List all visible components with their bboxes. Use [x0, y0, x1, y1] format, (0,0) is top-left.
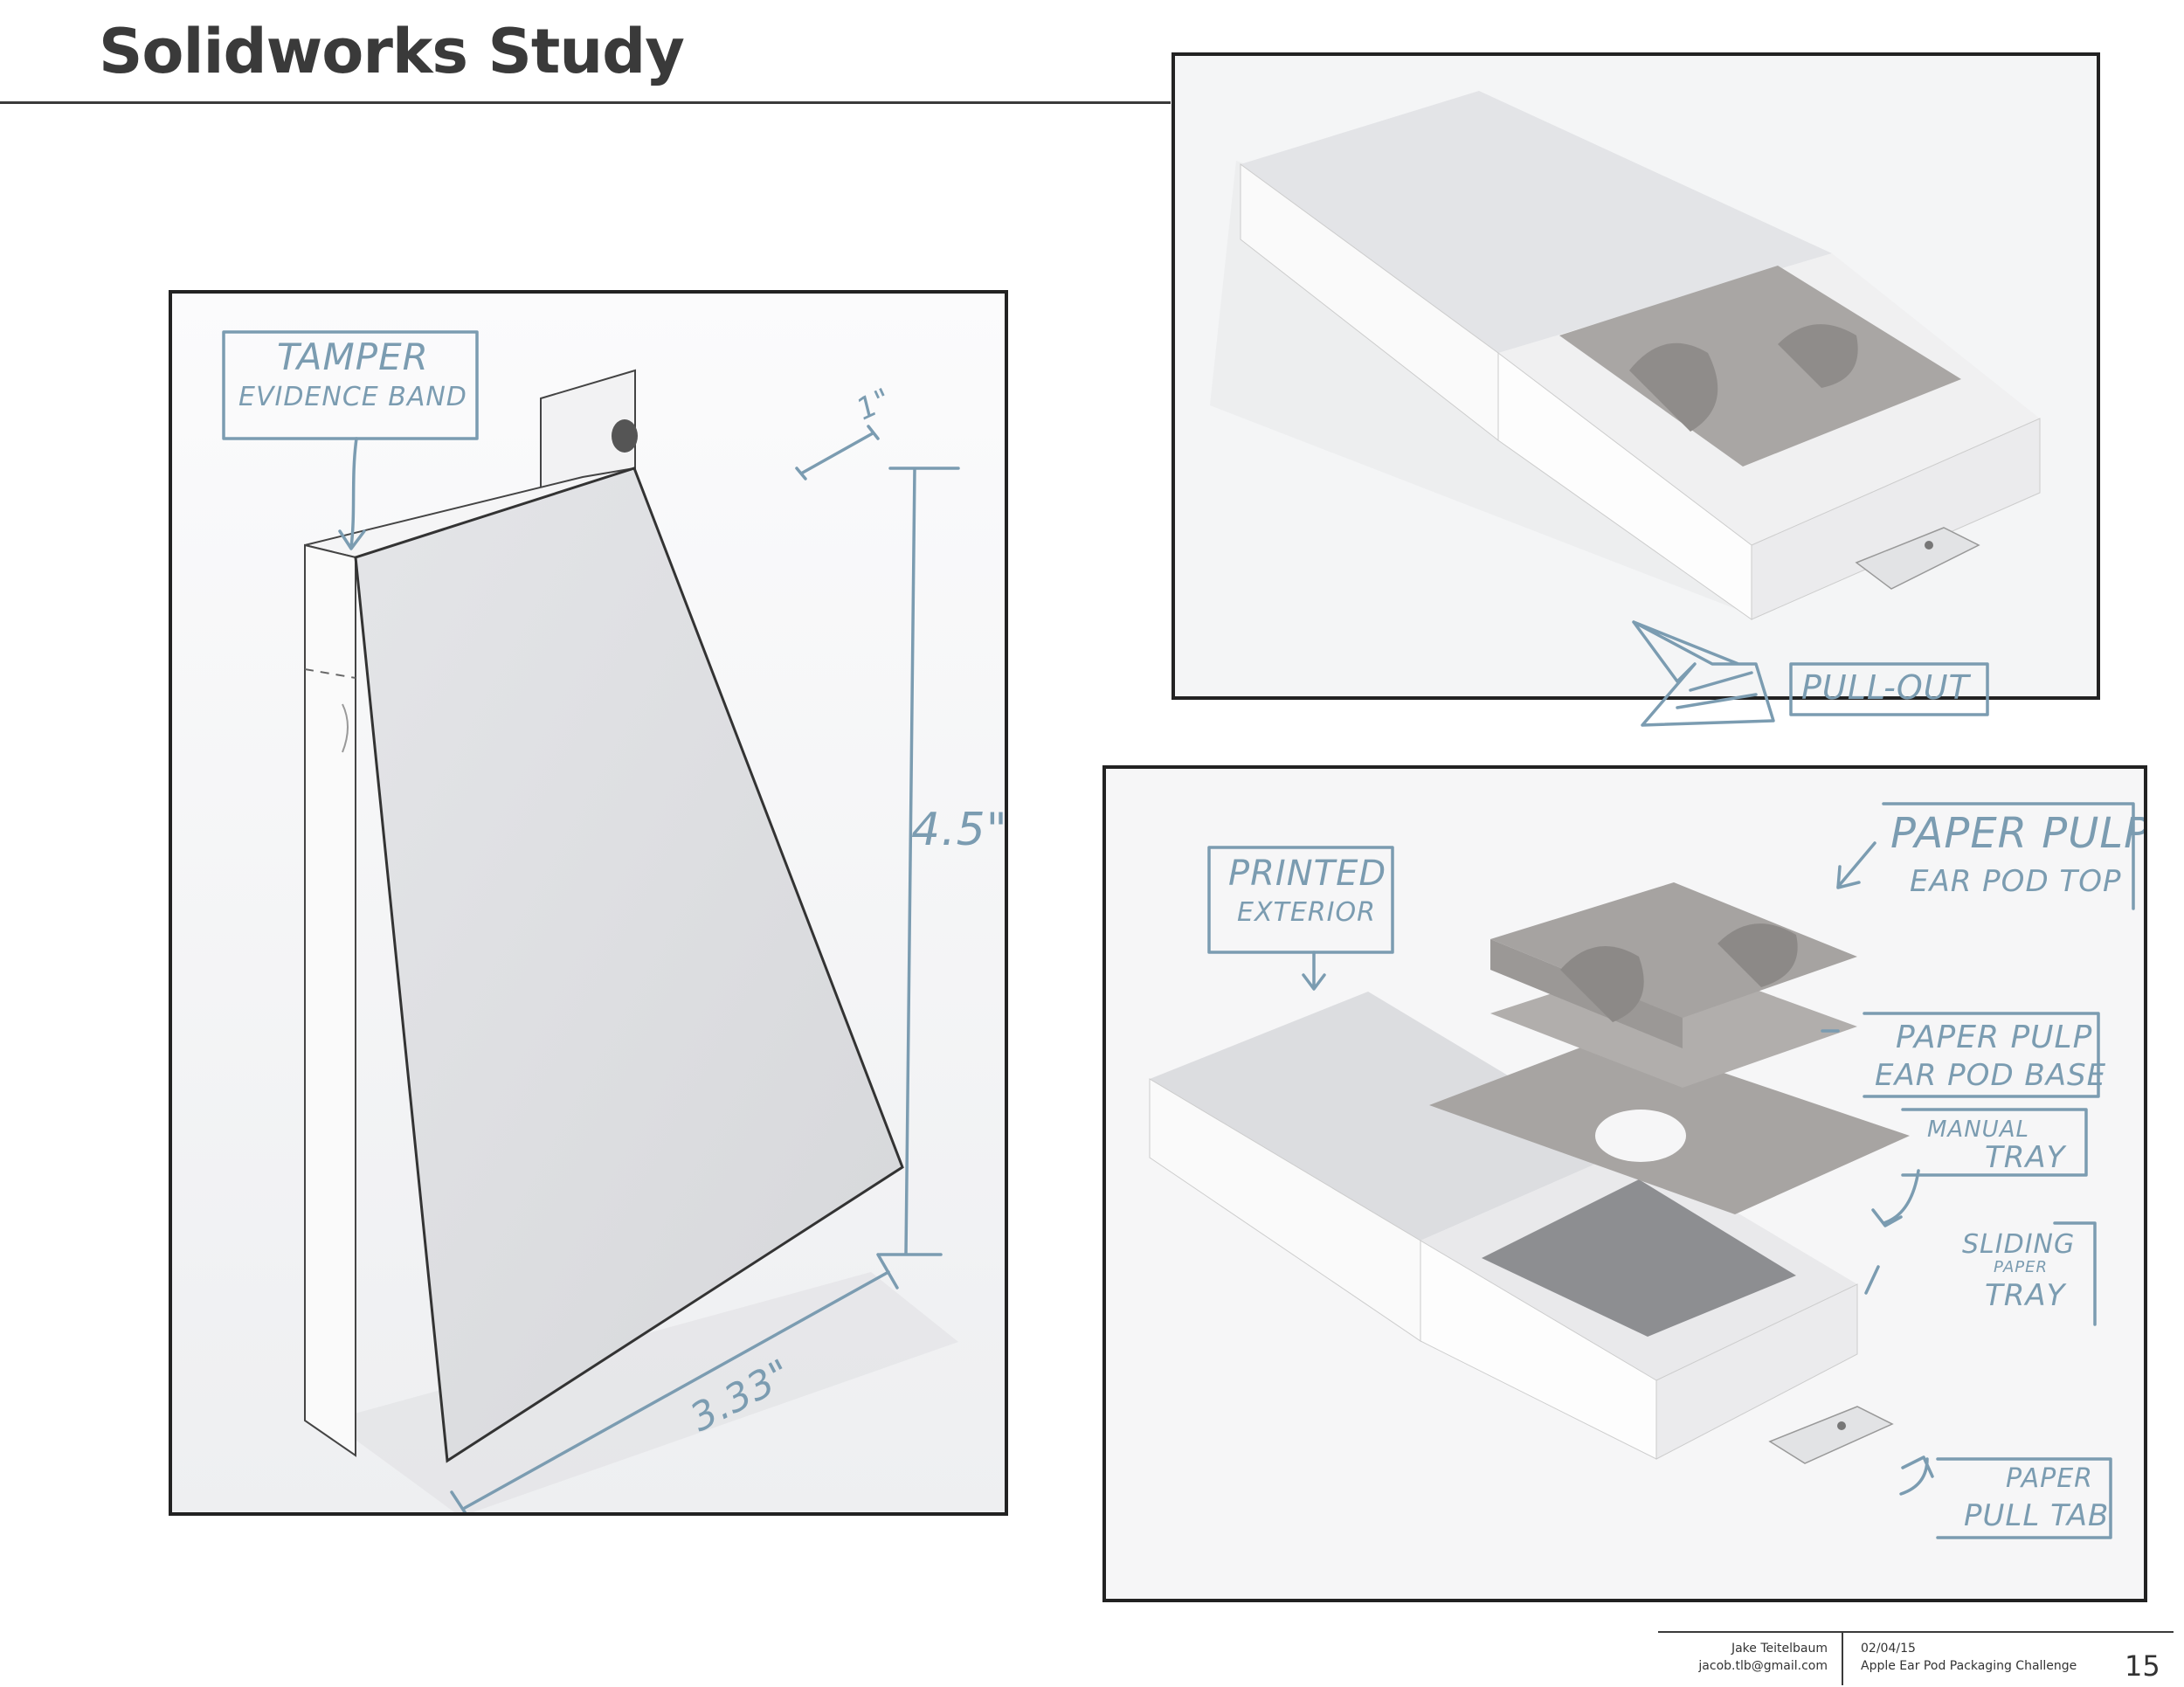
- tray-render-graphic: [1175, 56, 2097, 696]
- title-rule: [0, 101, 1171, 104]
- footer-author: Jake Teitelbaum: [1731, 1642, 1828, 1656]
- left-annotation-marks: [222, 330, 960, 1512]
- pulp-base-label-line2: EAR POD BASE: [1875, 1058, 2107, 1093]
- printed-label-line2: EXTERIOR: [1237, 897, 1376, 928]
- page-title: Solidworks Study: [99, 16, 685, 87]
- sliding-tray-label-small: PAPER: [1994, 1258, 2049, 1276]
- manual-tray-label-line1: MANUAL: [1927, 1117, 2029, 1143]
- footer-date: 02/04/15: [1861, 1642, 1916, 1656]
- pulp-top-label-line1: PAPER PULP: [1890, 809, 2147, 858]
- footer-divider: [1842, 1631, 1843, 1685]
- sliding-tray-label-line2: TRAY: [1985, 1278, 2066, 1313]
- render-exploded-view: PRINTED EXTERIOR PAPER PULP EAR POD TOP …: [1102, 765, 2147, 1602]
- pulp-base-label-line1: PAPER PULP: [1896, 1020, 2093, 1055]
- tamper-label-line2: EVIDENCE BAND: [238, 382, 467, 412]
- footer-email: jacob.tlb@gmail.com: [1698, 1659, 1828, 1673]
- pull-tab-label-line2: PULL TAB: [1964, 1498, 2110, 1533]
- printed-label-line1: PRINTED: [1228, 854, 1387, 894]
- pulp-top-label-line2: EAR POD TOP: [1910, 864, 2122, 899]
- sliding-tray-label-line1: SLIDING: [1962, 1229, 2076, 1260]
- tamper-label-line1: TAMPER: [277, 335, 429, 378]
- pull-tab-label-line1: PAPER: [2006, 1463, 2094, 1494]
- pullout-label: PULL-OUT: [1801, 668, 1970, 707]
- exploded-annotation-marks: [1207, 802, 2135, 1539]
- pullout-arrow: [1632, 620, 1989, 727]
- page-number: 15: [2125, 1649, 2160, 1683]
- render-sliding-tray: [1171, 52, 2100, 700]
- footer-project: Apple Ear Pod Packaging Challenge: [1861, 1659, 2077, 1673]
- manual-tray-label-line2: TRAY: [1985, 1140, 2066, 1175]
- render-upright-box: TAMPER EVIDENCE BAND 1" 4.5" 3.33": [169, 290, 1008, 1516]
- footer-rule: [1658, 1631, 2174, 1633]
- height-dimension: 4.5": [911, 804, 1008, 856]
- box-render-graphic: [172, 294, 1005, 1512]
